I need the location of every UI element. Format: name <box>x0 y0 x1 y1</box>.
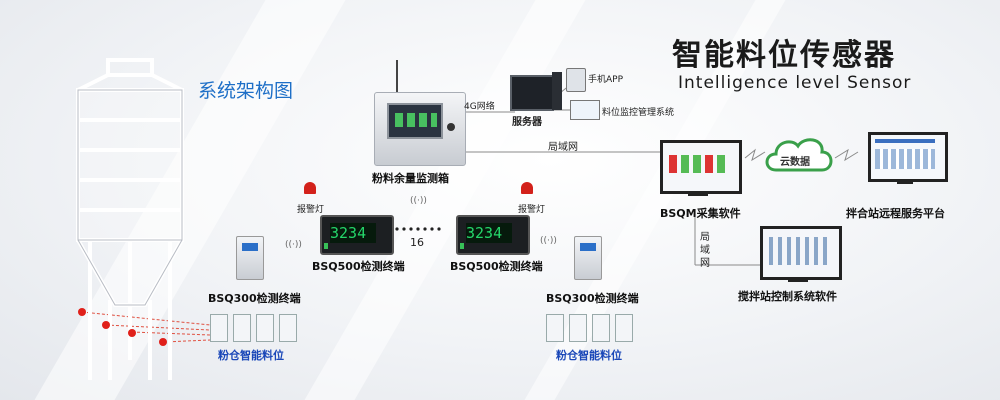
mixing-monitor-stand <box>788 277 808 282</box>
bsqm-monitor-stand <box>688 191 708 196</box>
diagram-title: 系统架构图 <box>198 80 294 102</box>
subtitle: Intelligence level Sensor <box>678 73 912 93</box>
alarm-light-left-icon <box>304 182 316 194</box>
sensors-left-label: 粉仓智能料位 <box>218 349 284 362</box>
bsq500-right-device: 3234 <box>456 215 530 255</box>
wireless-signal-icon: ((·)) <box>540 236 557 246</box>
main-title: 智能料位传感器 <box>672 38 896 73</box>
sensors-right-label: 粉仓智能料位 <box>556 349 622 362</box>
alarm-light-right-icon <box>521 182 533 194</box>
antenna-icon <box>396 60 398 92</box>
monitor-system-screen-icon <box>570 100 600 120</box>
bsqm-monitor-icon <box>660 140 742 194</box>
monitor-system-label: 料位监控管理系统 <box>602 108 675 118</box>
terminal-count-label: 16 <box>410 236 424 249</box>
bsq500-right-display: 3234 <box>466 223 512 243</box>
silo-illustration <box>76 58 184 380</box>
alarm-right-label: 报警灯 <box>518 205 546 215</box>
monitor-box-device <box>374 92 466 166</box>
remote-platform-stand <box>897 179 913 184</box>
remote-platform-monitor-icon <box>868 132 948 182</box>
bsq300-right-device <box>574 236 602 280</box>
bsq500-right-label: BSQ500检测终端 <box>450 260 543 273</box>
server-label: 服务器 <box>512 117 542 128</box>
wireless-signal-icon: ((·)) <box>410 196 427 206</box>
lan-vertical-char-3: 网 <box>700 258 710 269</box>
bsqm-label: BSQM采集软件 <box>660 207 741 220</box>
sensor-group-left <box>210 314 297 342</box>
remote-platform-label: 拌合站远程服务平台 <box>846 207 945 220</box>
monitor-box-label: 粉料余量监测箱 <box>372 172 449 185</box>
cloud-icon <box>765 138 833 172</box>
mixing-label: 搅拌站控制系统软件 <box>738 290 837 303</box>
wireless-signal-icon: ((·)) <box>285 240 302 250</box>
phone-icon <box>566 68 586 92</box>
4g-network-label: 4G网络 <box>464 102 495 112</box>
bsq500-left-display: 3234 <box>330 223 376 243</box>
lan-vertical-char-1: 局 <box>700 232 710 243</box>
bsq500-left-device: 3234 <box>320 215 394 255</box>
sensor-group-right <box>546 314 633 342</box>
lan-vertical-char-2: 域 <box>700 245 710 256</box>
bsq300-right-label: BSQ300检测终端 <box>546 292 639 305</box>
bsq300-left-label: BSQ300检测终端 <box>208 292 301 305</box>
server-icon <box>510 75 554 111</box>
phone-app-label: 手机APP <box>588 75 624 85</box>
lan-top-label: 局域网 <box>548 142 578 153</box>
cloud-label: 云数据 <box>780 157 810 168</box>
bsq300-left-device <box>236 236 264 280</box>
bsq500-left-label: BSQ500检测终端 <box>312 260 405 273</box>
server-tower-icon <box>552 72 562 110</box>
mixing-monitor-icon <box>760 226 842 280</box>
alarm-left-label: 报警灯 <box>297 205 325 215</box>
